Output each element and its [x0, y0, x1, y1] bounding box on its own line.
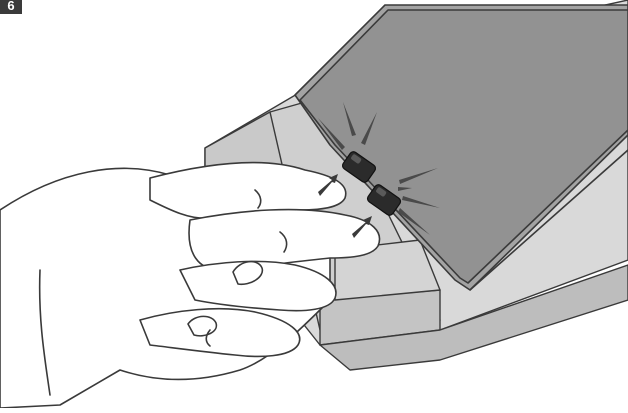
- hand-icon: [0, 162, 380, 408]
- step-number-badge: 6: [0, 0, 22, 14]
